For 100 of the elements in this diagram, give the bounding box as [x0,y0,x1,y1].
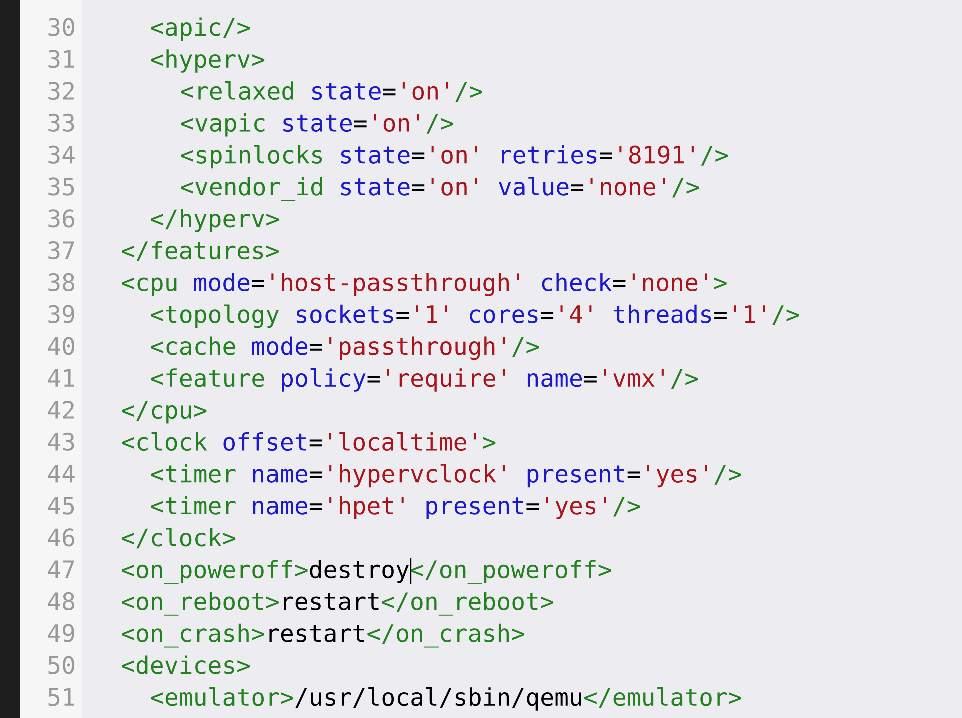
element-text: = [310,344,322,351]
attribute-name: sockets [297,304,394,324]
attribute-value: '4' [560,306,592,324]
attribute-name: name [253,501,308,515]
xml-tag: > [714,278,727,290]
attribute-name: offset [224,432,306,452]
attribute-value: 'host-passthrough' [272,272,520,296]
line-number: 39 [48,305,74,324]
line-number: 42 [48,400,74,419]
attribute-name: present [426,498,524,520]
xml-tag: <feature [151,368,264,388]
xml-tag: /> [672,178,700,198]
attribute-name: state [341,146,410,164]
element-text: = [354,120,367,128]
line-number: 33 [48,114,74,132]
attribute-value: 'none' [590,178,666,196]
attribute-value: '1' [734,306,766,324]
attribute-value: 'yes' [546,497,606,520]
element-text: = [526,504,540,510]
attribute-value: 'passthrough' [330,336,505,360]
attribute-name: name [253,469,308,483]
xml-tag: /> [714,465,742,485]
line-number: 36 [48,210,74,228]
xml-tag: </emulator> [584,688,742,708]
xml-tag: <relaxed [181,81,294,100]
attribute-name: mode [252,336,308,356]
xml-tag: <on_crash> [122,624,264,648]
attribute-name: present [528,466,624,488]
attribute-value: 'on' [432,146,478,164]
element-text: = [412,184,425,192]
element-text: = [310,440,322,447]
line-number: 37 [48,241,74,260]
line-number: 30 [48,18,74,36]
line-number: 40 [48,337,74,356]
xml-tag: /> [456,82,482,102]
xml-tag: </hyperv> [151,209,279,232]
xml-tag: <clock [122,432,208,452]
xml-tag: <emulator> [151,688,294,706]
element-text: = [412,152,425,160]
attribute-value: 'on' [432,178,478,196]
xml-tag: /> [426,114,454,134]
xml-tag: <on_poweroff> [122,560,308,584]
xml-tag: /> [614,497,640,517]
attribute-value: 'on' [374,114,420,132]
attribute-name: value [499,177,569,196]
attribute-value: '8191' [620,146,694,164]
attribute-name: policy [282,368,366,392]
xml-tag: <on_reboot> [122,592,279,616]
xml-tag: <vendor_id [181,177,322,202]
xml-tag: <timer [151,496,236,515]
xml-tag: </on_crash> [368,624,525,648]
element-text: = [628,472,640,478]
xml-tag: /> [512,338,540,358]
line-number: 43 [48,432,74,452]
xml-tag: <vapic [181,113,265,137]
xml-tag: <cpu [122,278,177,296]
line-number: 32 [48,82,74,100]
line-number: 31 [48,50,74,68]
xml-tag: <timer [151,464,236,483]
line-number: 48 [48,592,74,611]
element-text: /usr/local/sbin/qemu [296,688,582,711]
line-number: 50 [48,656,74,674]
line-number: 38 [48,273,74,292]
line-number: 47 [48,560,74,578]
xml-tag: <topology [151,304,280,328]
element-text: = [368,376,380,383]
attribute-name: state [284,114,352,132]
element-text: = [613,280,626,288]
attribute-value: 'require' [387,368,505,392]
element-text: = [714,312,727,319]
xml-tag: /> [671,369,698,390]
attribute-name: check [542,272,612,292]
attribute-name: state [312,82,381,100]
attribute-value: 'localtime' [329,432,476,452]
attribute-value: '1' [416,306,448,324]
attribute-value: 'none' [632,274,708,292]
attribute-name: name [528,373,582,388]
xml-tag: /> [701,146,728,166]
xml-tag: > [483,437,496,450]
element-text: = [571,184,584,192]
line-number: 51 [48,688,74,706]
line-number: 49 [48,624,74,642]
attribute-name: retries [502,145,597,164]
xml-tag: </cpu> [122,401,207,424]
xml-tag: </features> [122,241,279,262]
line-number: 35 [48,178,74,196]
attribute-value: 'yes' [647,465,708,488]
xml-tag: /> [772,306,800,326]
line-number: 45 [48,497,74,515]
element-text: restart [284,593,379,611]
element-text: restart [270,625,364,642]
element-text: = [396,312,410,319]
xml-tag: <hyperv> [151,50,265,73]
element-text: = [541,312,554,319]
element-text: = [310,504,322,510]
xml-tag: </on_reboot> [382,592,554,616]
line-number: 46 [48,528,74,547]
attribute-value: 'vmx' [604,369,664,387]
element-text: = [600,152,612,160]
attribute-name: cores [470,310,538,324]
